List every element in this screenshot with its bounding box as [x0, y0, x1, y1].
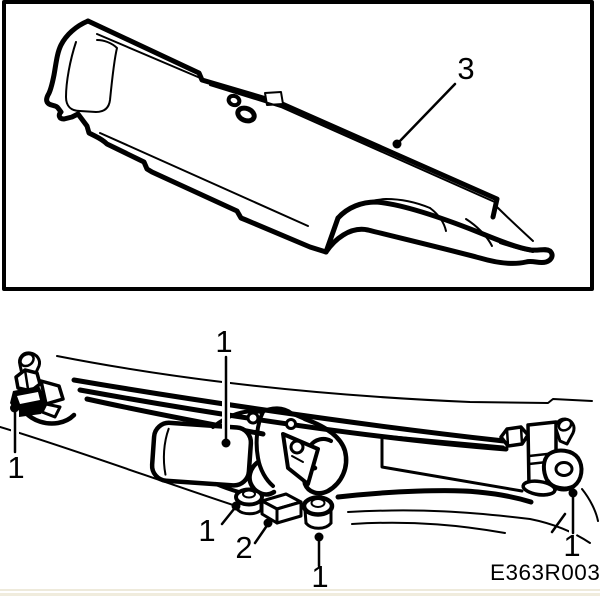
callout-1-motor: 1: [215, 324, 233, 448]
panel-left-face: [65, 39, 118, 113]
left-pivot-arm-lower: [40, 402, 62, 419]
callout-2-bracket: 2: [235, 518, 273, 565]
housing-left-arm: [254, 410, 275, 488]
callout-1-left-pivot: 1: [7, 403, 25, 485]
panel-toe-crease-3: [465, 218, 493, 247]
footer-band-bottom: [0, 593, 600, 596]
left-pivot-hook: [22, 409, 77, 426]
right-pivot-stud-cap: [557, 418, 573, 432]
right-edge-line: [581, 488, 599, 522]
left-pivot-stud-cap: [19, 352, 35, 368]
footer-band-top: [0, 589, 600, 591]
callout-2-dot: [263, 518, 273, 528]
callout-2-leader: [253, 525, 268, 545]
panel-top-rail: [85, 18, 500, 220]
panel-outline: [44, 18, 341, 255]
motor-end-cap-line: [162, 427, 170, 476]
cowl-opening-lower-line: [0, 426, 237, 507]
center-bolt-base: [304, 521, 333, 530]
crank-pivot: [289, 439, 305, 455]
lower-linkage: [335, 488, 591, 544]
left-bolt-head: [242, 489, 256, 499]
callout-2-label: 2: [235, 530, 252, 565]
footer-band-mid: [0, 591, 600, 593]
callout-1-motor-label: 1: [215, 324, 232, 359]
callout-1-motor-dot: [221, 438, 231, 448]
panel-rail-notch: [264, 91, 284, 106]
panel-hole-large: [235, 105, 257, 124]
callout-1-left-bolt-dot: [231, 501, 241, 511]
left-pivot-arm-upper: [39, 379, 65, 406]
center-bolt-sides: [303, 508, 333, 525]
crank-arm-line: [291, 455, 304, 463]
panel-toe-crease-4: [499, 242, 534, 253]
callout-1-left-bolt-leader: [220, 507, 236, 526]
panel-toe-crease-2: [429, 207, 447, 232]
panel-rail-inner-line-2: [209, 84, 498, 204]
housing-lower-hook: [247, 459, 277, 497]
wiper-rod-2: [77, 387, 509, 452]
callout-1-right-pivot-label: 1: [563, 528, 580, 563]
right-pivot-ball-socket: [554, 461, 574, 477]
lower-link-rod: [335, 488, 534, 505]
housing-pivot-joint-2: [285, 418, 297, 430]
bottom-figure: 1 1 1 2 1 1 E3: [0, 324, 600, 594]
right-pivot-base: [521, 479, 557, 497]
cowl-panel-drawing: [44, 18, 555, 266]
left-pivot-assembly: [10, 351, 77, 426]
callout-1-left-bolt-label: 1: [198, 513, 215, 548]
left-pivot-hex-facet: [23, 368, 30, 391]
panel-rail-inner-line-1: [96, 33, 206, 81]
callout-1-right-pivot-dot: [568, 488, 578, 498]
callout-3-dot: [392, 139, 402, 149]
callout-3-label: 3: [457, 51, 474, 86]
panel-bottom-crease: [99, 132, 309, 227]
panel-toe-outline: [323, 199, 555, 266]
body-lines: [0, 355, 593, 507]
callout-1-center-bolt-label: 1: [311, 559, 328, 594]
cowl-opening-upper-line: [56, 355, 593, 404]
plate-edge-left-bottom: [380, 434, 524, 493]
tick-marks: [550, 488, 599, 534]
figure-code: E363R003: [490, 560, 600, 585]
left-bolt-base: [236, 508, 263, 516]
right-pivot-assembly: [499, 417, 584, 497]
top-figure: 3: [2, 0, 594, 291]
callout-1-left-bolt: 1: [198, 501, 241, 548]
callout-1-left-pivot-dot: [10, 403, 19, 413]
housing-pivot-joint-1: [246, 411, 260, 425]
crank-mechanism: [211, 406, 349, 530]
callout-1-center-bolt: 1: [311, 532, 329, 594]
callout-1-right-pivot: 1: [563, 488, 581, 563]
callout-1-center-bolt-dot: [314, 532, 324, 542]
housing-top-connector: [211, 409, 264, 429]
panel-rail-end-curve: [494, 204, 534, 242]
left-pivot-body-band: [17, 392, 40, 404]
callout-1-left-pivot-label: 1: [7, 450, 24, 485]
figure-frame: [2, 0, 594, 291]
center-bolt-head: [310, 498, 326, 508]
panel-hole-small: [226, 93, 242, 108]
lower-link-line-2: [351, 521, 506, 534]
right-slash-tick: [550, 512, 567, 534]
housing-top-edge: [260, 406, 307, 421]
right-pivot-hex-facets: [505, 425, 524, 448]
motor-body: [149, 420, 254, 488]
callout-3-leader: [397, 82, 457, 144]
bracket-side-face: [275, 500, 303, 525]
wiper-motor: [149, 420, 254, 488]
panel-toe-crease-1: [342, 198, 431, 215]
right-pivot-hex-nut: [499, 425, 530, 448]
callout-3: 3: [392, 51, 475, 149]
